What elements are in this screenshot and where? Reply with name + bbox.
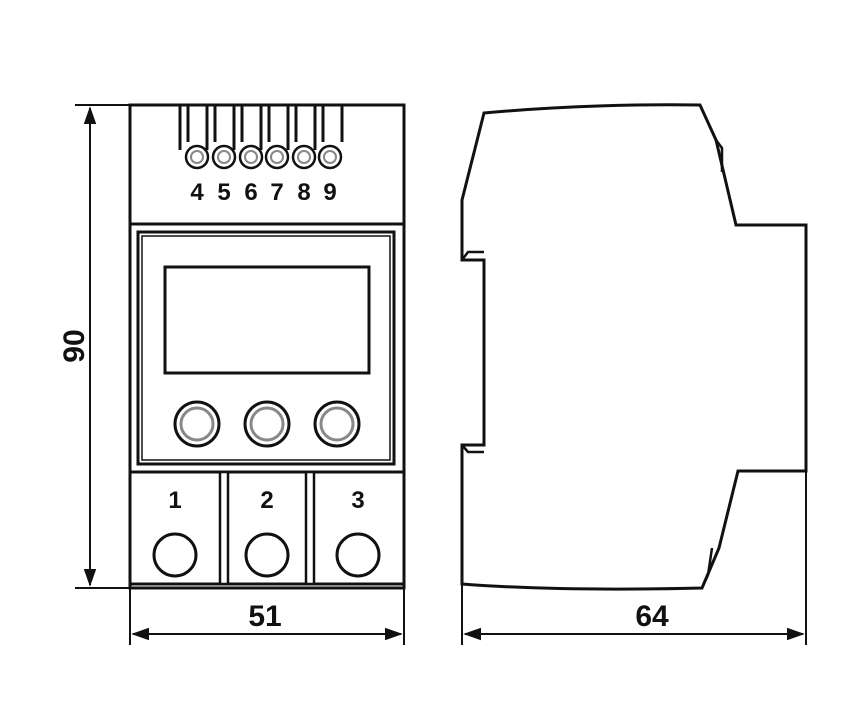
panel-button-ring-icon (319, 406, 355, 442)
panel-buttons (173, 400, 361, 448)
depth-dimension-label: 64 (635, 600, 669, 633)
top-terminal-screws (184, 144, 343, 170)
height-dimension-label: 90 (58, 329, 91, 362)
terminal-label: 5 (217, 179, 230, 206)
dimension-lines: 90 51 64 (58, 104, 807, 645)
terminal-screw-icon (190, 150, 204, 164)
terminal-label: 9 (323, 179, 336, 206)
terminal-label: 6 (244, 179, 257, 206)
terminal-label: 8 (297, 179, 310, 206)
front-view: 4 5 6 7 8 9 1 2 (128, 103, 406, 590)
terminal-screw-icon (335, 532, 381, 578)
bottom-terminal-labels: 1 2 3 (168, 487, 364, 514)
din-clip-top (461, 250, 484, 261)
side-latch-bottom (700, 547, 714, 589)
top-terminal-clamps (178, 103, 345, 150)
din-clip-bottom (461, 444, 484, 454)
side-view (460, 103, 808, 591)
front-body-outline (128, 103, 406, 590)
terminal-label: 2 (260, 487, 273, 514)
terminal-screw-icon (217, 150, 231, 164)
top-terminal-labels: 4 5 6 7 8 9 (190, 179, 336, 206)
terminal-screw-icon (152, 532, 198, 578)
terminal-screw-icon (244, 532, 290, 578)
side-latch-top (715, 139, 724, 172)
front-panel (136, 230, 396, 466)
panel-button-ring-icon (249, 406, 285, 442)
terminal-label: 7 (270, 179, 283, 206)
terminal-screw-icon (270, 150, 284, 164)
terminal-screw-icon (297, 150, 311, 164)
bottom-terminal-block (130, 470, 404, 586)
terminal-screw-icon (323, 150, 337, 164)
terminal-label: 3 (351, 487, 364, 514)
side-body-outline (460, 103, 808, 591)
bottom-terminal-screws (152, 532, 381, 578)
terminal-screw-icon (244, 150, 258, 164)
terminal-label: 4 (190, 179, 204, 206)
panel-button-ring-icon (179, 406, 215, 442)
width-dimension-label: 51 (248, 600, 281, 633)
front-panel-inner (141, 235, 391, 461)
terminal-label: 1 (168, 487, 181, 514)
display-window (163, 265, 371, 375)
